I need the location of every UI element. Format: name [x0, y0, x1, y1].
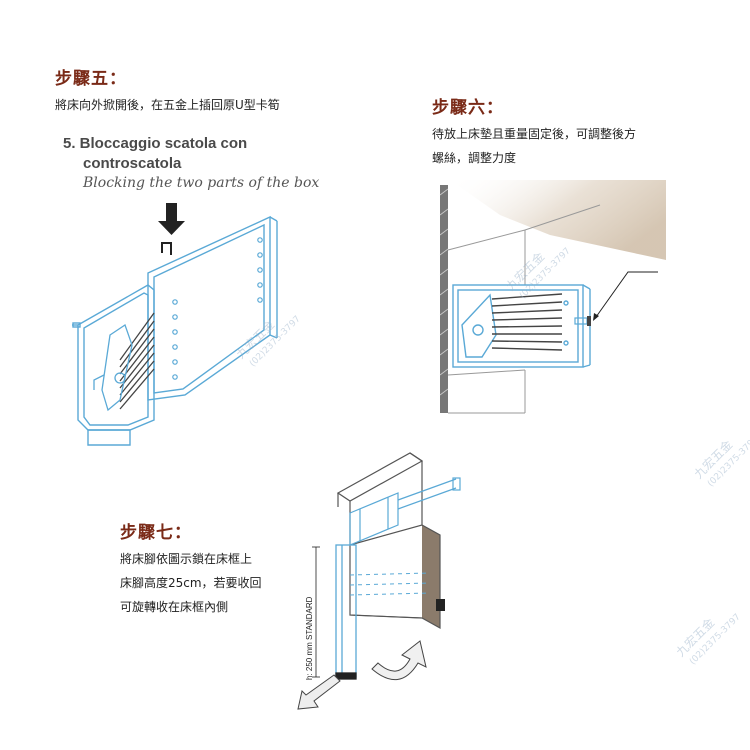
spring-rods [491, 293, 563, 351]
outer-box-line-art [147, 215, 278, 401]
side-panel [349, 524, 445, 630]
step6-description-line2: 螺絲，調整力度 [432, 151, 517, 165]
step5-figure-title-italian-line2: controscatola [83, 155, 182, 172]
mounting-holes [172, 237, 263, 380]
wall-hatched [440, 185, 448, 413]
inner-box-line-art [72, 284, 155, 446]
adjusting-screw-icon [574, 316, 591, 326]
step5-figure-subtitle-english: Blocking the two parts of the box [83, 175, 320, 191]
folded-leg-dashed [349, 572, 431, 596]
spring-mechanism [119, 312, 155, 410]
rotate-arrow-icon [371, 640, 427, 680]
step6-title: 步驟六： [432, 98, 504, 118]
step5-title: 步驟五： [55, 69, 127, 89]
down-arrow-icon [158, 203, 185, 235]
step6-illustration [439, 180, 666, 414]
step7-title: 步驟七： [120, 523, 192, 543]
step6-description-line1: 待放上床墊且重量固定後，可調整後方 [432, 127, 637, 141]
u-clip-icon [161, 242, 172, 255]
bed-leg [335, 544, 357, 680]
step7-description-line1: 將床腳依圖示鎖在床框上 [120, 552, 253, 566]
mechanism-box-line-art [452, 284, 591, 368]
step7-description-line3: 可旋轉收在床框內側 [120, 600, 229, 614]
leg-bracket [349, 477, 461, 546]
background-shading [450, 180, 666, 260]
step7-description-line2: 床腳高度25cm，若要收回 [120, 576, 262, 590]
leg-height-label: h: 250 mm STANDARD [305, 596, 314, 680]
down-left-arrow-icon [297, 674, 341, 710]
step5-figure-title-italian: 5. Bloccaggio scatola con [63, 135, 248, 152]
step7-illustration [297, 452, 461, 710]
pointer-line [595, 271, 658, 318]
step5-illustration [72, 203, 278, 446]
step5-description: 將床向外掀開後，在五金上插回原U型卡筍 [55, 98, 280, 112]
height-dimension-line [312, 546, 320, 678]
bed-frame-line-art [336, 452, 424, 545]
